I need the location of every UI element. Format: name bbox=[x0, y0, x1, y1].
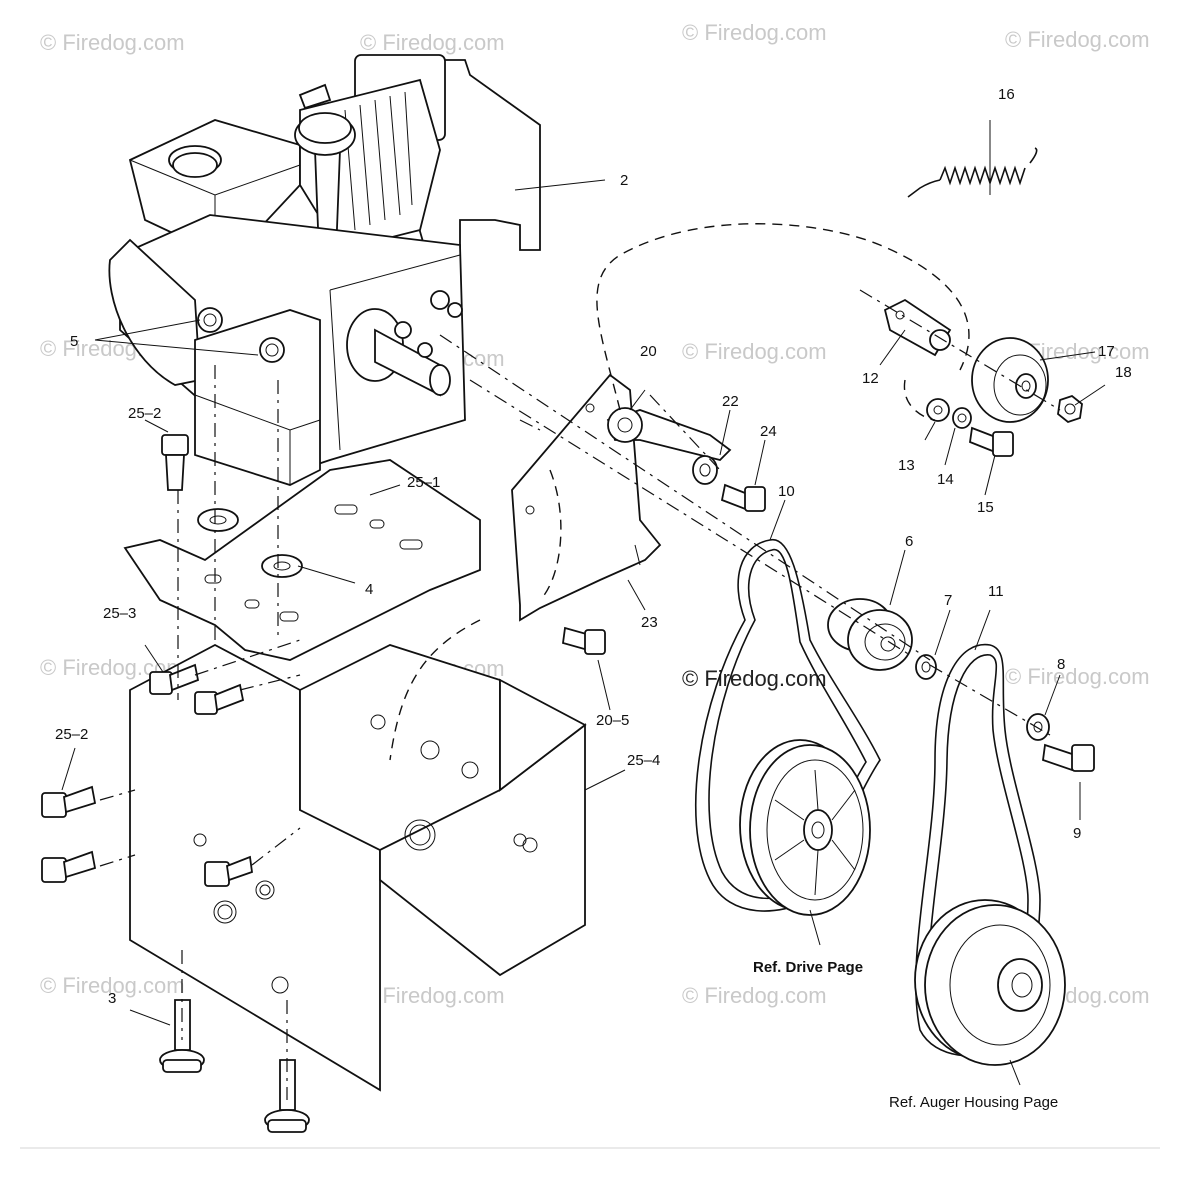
idler-arm bbox=[606, 407, 732, 461]
callout-11: 11 bbox=[988, 583, 1004, 600]
callouts: 2 16 5 12 17 18 20 22 24 25–2 25–1 13 14… bbox=[55, 86, 1132, 1007]
callout-2: 2 bbox=[620, 172, 628, 189]
spring-16 bbox=[907, 147, 1038, 198]
callout-9: 9 bbox=[1073, 825, 1081, 842]
callout-6: 6 bbox=[905, 533, 913, 550]
callout-25-3: 25–3 bbox=[103, 605, 136, 622]
callout-7: 7 bbox=[944, 592, 952, 609]
ref-auger-housing-page: Ref. Auger Housing Page bbox=[889, 1094, 1058, 1111]
callout-15: 15 bbox=[977, 499, 994, 516]
center-lines bbox=[99, 223, 1061, 1100]
callout-10: 10 bbox=[778, 483, 795, 500]
callout-22: 22 bbox=[722, 393, 739, 410]
watermark: © Firedog.com bbox=[40, 973, 185, 998]
callout-24: 24 bbox=[760, 423, 777, 440]
callout-25-2-lower: 25–2 bbox=[55, 726, 88, 743]
watermark: © Firedog.com bbox=[1005, 27, 1150, 52]
watermark: © Firedog.com bbox=[40, 30, 185, 55]
callout-23: 23 bbox=[641, 614, 658, 631]
engine bbox=[108, 54, 541, 486]
watermark: © Firedog.com bbox=[682, 339, 827, 364]
watermark: © Firedog.com bbox=[360, 983, 505, 1008]
callout-13: 13 bbox=[898, 457, 915, 474]
callout-25-1: 25–1 bbox=[407, 474, 440, 491]
callout-17: 17 bbox=[1098, 343, 1115, 360]
callout-20: 20 bbox=[640, 343, 657, 360]
hardware bbox=[41, 298, 1095, 1133]
leader-lines bbox=[61, 120, 1106, 1086]
auger-pulley bbox=[914, 899, 1066, 1066]
copyright-watermark: © Firedog.com bbox=[682, 666, 827, 691]
frame-plate bbox=[123, 459, 481, 661]
callout-25-2: 25–2 bbox=[128, 405, 161, 422]
ref-drive-page: Ref. Drive Page bbox=[753, 959, 863, 976]
frame-housing bbox=[129, 643, 587, 1092]
reference-notes: Ref. Drive Page Ref. Auger Housing Page bbox=[753, 959, 1058, 1111]
watermarks: © Firedog.com © Firedog.com © Firedog.co… bbox=[40, 20, 1150, 1008]
callout-25-4: 25–4 bbox=[627, 752, 660, 769]
callout-8: 8 bbox=[1057, 656, 1065, 673]
callout-18: 18 bbox=[1115, 364, 1132, 381]
callout-14: 14 bbox=[937, 471, 954, 488]
callout-16: 16 bbox=[998, 86, 1015, 103]
callout-4: 4 bbox=[365, 581, 373, 598]
drive-pulley bbox=[739, 739, 871, 916]
callout-20-5: 20–5 bbox=[596, 712, 629, 729]
watermark: © Firedog.com bbox=[682, 983, 827, 1008]
watermark: © Firedog.com bbox=[1005, 664, 1150, 689]
callout-3: 3 bbox=[108, 990, 116, 1007]
callout-5: 5 bbox=[70, 333, 78, 350]
watermark: © Firedog.com bbox=[682, 20, 827, 45]
callout-12: 12 bbox=[862, 370, 879, 387]
watermark: © Firedog.com bbox=[360, 30, 505, 55]
engine-pulley-6 bbox=[827, 598, 913, 671]
